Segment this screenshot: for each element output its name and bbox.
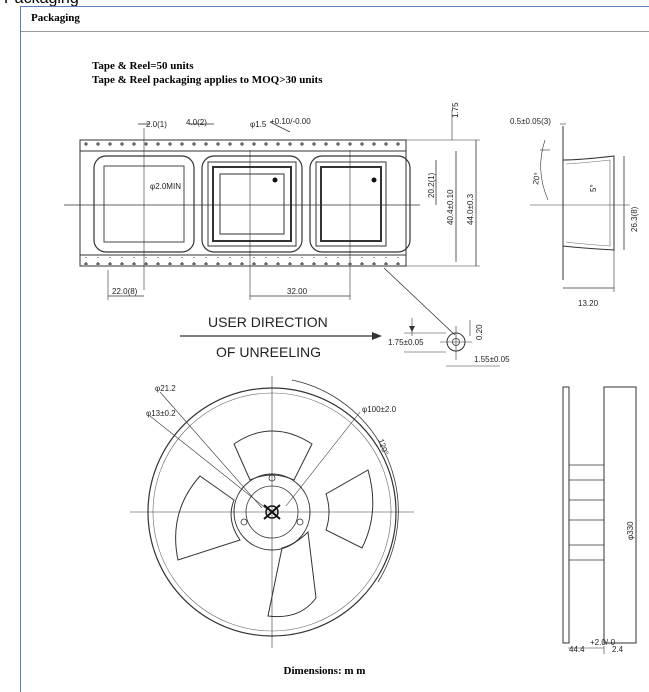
- pitch-mid-label: 4.0(2): [186, 118, 207, 127]
- dimensions-note: Dimensions: m m: [283, 665, 366, 677]
- pocket-pitch-label: 32.00: [287, 287, 308, 296]
- section-header: Packaging: [21, 7, 649, 32]
- reel-side-flange-label: 2.4: [612, 645, 624, 654]
- reel-front-view: φ21.2 φ13±0.2 φ100±2.0 120°: [130, 376, 414, 648]
- sprocket-detail: 1.75±0.05 0.20 1.55±0.05: [388, 318, 510, 367]
- reel-side-view: φ330 44.4 +2.0/-0 2.4: [562, 386, 637, 654]
- tape-top-view: 2.0(1) 4.0(2) φ1.5 +0.10/-0.00 φ2.0MIN 2…: [64, 102, 480, 336]
- reel-side-width-tol-label: +2.0/-0: [590, 638, 616, 647]
- reel-hub-inner-label: φ13±0.2: [146, 409, 176, 418]
- reel-outer-label: φ100±2.0: [362, 405, 397, 414]
- side-angle-a-label: 20°: [531, 172, 542, 185]
- side-depth-label: 26.3(8): [630, 206, 639, 232]
- tape-side-profile: 0.5±0.05(3) 20° 5° 26.3(8) 13.20: [510, 117, 639, 308]
- unreeling-direction: USER DIRECTION OF UNREELING: [180, 314, 382, 360]
- pocket-width-label: 20.2(1): [427, 172, 436, 198]
- hole-diameter-label: φ1.5: [250, 120, 267, 129]
- section-title: Packaging: [31, 12, 80, 24]
- side-width-label: 13.20: [578, 299, 599, 308]
- reel-hub-outer-label: φ21.2: [155, 384, 176, 393]
- document-frame: [20, 6, 649, 692]
- detail-dim-label: 0.20: [475, 324, 484, 340]
- tape-width-label: 44.0±0.3: [466, 193, 475, 225]
- tape-edge-label: 1.75: [451, 102, 460, 118]
- detail-height-label: 1.75±0.05: [388, 338, 424, 347]
- unreeling-text-line1: USER DIRECTION: [208, 314, 328, 330]
- packaging-note-moq: Tape & Reel packaging applies to MOQ>30 …: [92, 74, 323, 86]
- unreeling-text-line2: OF UNREELING: [216, 344, 321, 360]
- packaging-note-units: Tape & Reel=50 units: [92, 60, 194, 72]
- cropped-title-fragment: Packaging: [4, 0, 79, 8]
- pitch-top-label: 2.0(1): [146, 120, 167, 129]
- reel-side-diameter-label: φ330: [626, 521, 635, 540]
- pocket-hole-label: φ2.0MIN: [150, 182, 181, 191]
- pocket-span-label: 40.4±0.10: [446, 189, 455, 225]
- side-thickness-label: 0.5±0.05(3): [510, 117, 551, 126]
- cropped-top-text: Packaging: [0, 0, 649, 8]
- hole-tolerance-label: +0.10/-0.00: [270, 117, 311, 126]
- reel-side-width-label: 44.4: [569, 645, 585, 654]
- side-angle-b-label: 5°: [589, 184, 598, 192]
- pocket-offset-label: 22.0(8): [112, 287, 138, 296]
- detail-offset-label: 1.55±0.05: [474, 355, 510, 364]
